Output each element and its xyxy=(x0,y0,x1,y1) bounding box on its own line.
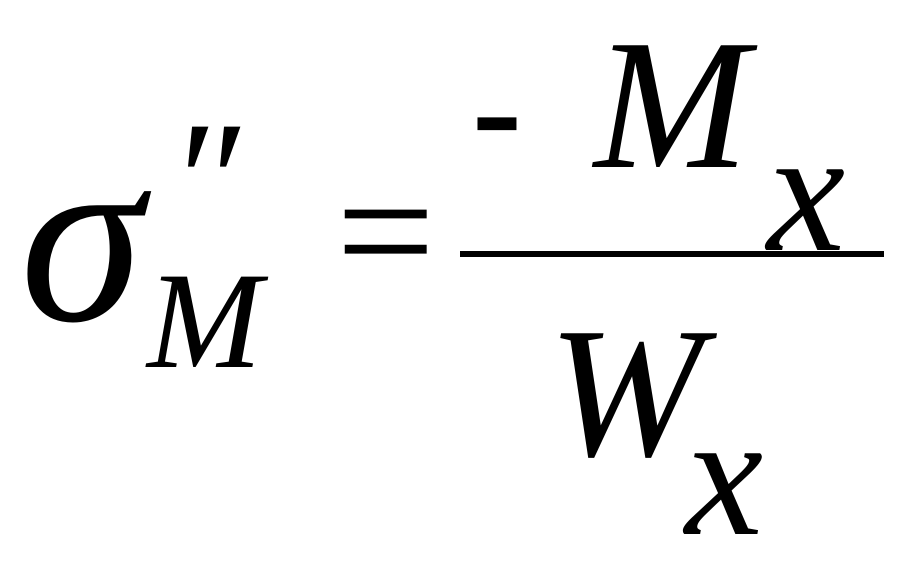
formula-canvas: σ ″ M = - M x W x xyxy=(20,2,884,564)
numerator-subscript-x: x xyxy=(767,94,846,289)
numerator-m: M xyxy=(594,2,749,208)
equals-sign: = xyxy=(336,134,436,329)
fraction-bar xyxy=(460,251,884,257)
denominator-subscript-x: x xyxy=(685,378,764,573)
minus-sign: - xyxy=(472,26,522,192)
sigma-symbol: σ xyxy=(20,98,144,375)
denominator-w: W xyxy=(548,290,703,496)
lhs-subscript-m: M xyxy=(147,244,262,397)
double-prime-mark: ″ xyxy=(168,87,239,275)
